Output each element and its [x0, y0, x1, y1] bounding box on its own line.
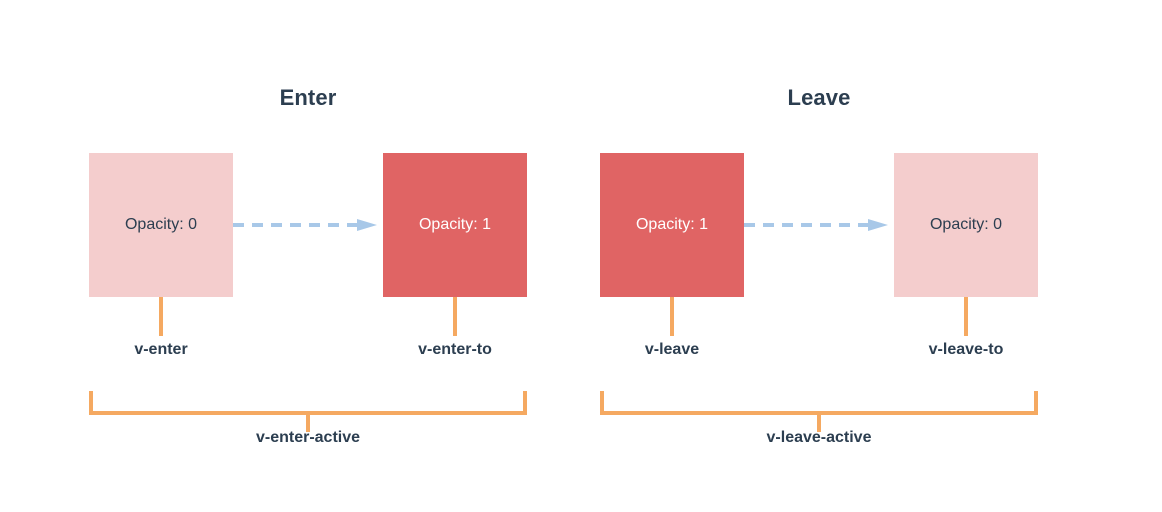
bracket-bar [89, 411, 527, 415]
group-title-leave: Leave [787, 85, 851, 110]
bracket-stem [817, 415, 821, 432]
state-box-leave-from: Opacity: 1 [600, 153, 744, 297]
state-box-label: Opacity: 0 [929, 216, 1003, 233]
class-label-v-enter-to: v-enter-to [418, 341, 492, 358]
bracket-bar [600, 411, 1038, 415]
bracket-cap-left [600, 391, 604, 415]
group-title-enter: Enter [279, 85, 337, 110]
connector-tick-enter-from [159, 297, 163, 336]
span-bracket-enter-active [89, 391, 527, 432]
class-label-v-leave-to: v-leave-to [928, 341, 1004, 358]
state-box-enter-to: Opacity: 1 [383, 153, 527, 297]
connector-tick-leave-to [964, 297, 968, 336]
class-label-v-leave-active: v-leave-active [766, 429, 872, 446]
bracket-stem [306, 415, 310, 432]
state-box-leave-to: Opacity: 0 [894, 153, 1038, 297]
class-label-v-enter: v-enter [134, 341, 188, 358]
state-box-enter-from: Opacity: 0 [89, 153, 233, 297]
transition-group-enter: Enter Opacity: 0 Opacity: 1 v-enter v-en… [89, 0, 527, 512]
connector-tick-leave-from [670, 297, 674, 336]
bracket-cap-right [1034, 391, 1038, 415]
class-label-v-enter-active: v-enter-active [255, 429, 361, 446]
connector-tick-enter-to [453, 297, 457, 336]
state-box-label: Opacity: 1 [635, 216, 709, 233]
class-label-v-leave: v-leave [644, 341, 700, 358]
bracket-cap-right [523, 391, 527, 415]
state-box-label: Opacity: 1 [418, 216, 492, 233]
bracket-cap-left [89, 391, 93, 415]
dashed-arrow-right-icon [233, 219, 377, 231]
transition-group-leave: Leave Opacity: 1 Opacity: 0 v-leave v-le… [600, 0, 1038, 512]
dashed-arrow-right-icon [744, 219, 888, 231]
span-bracket-leave-active [600, 391, 1038, 432]
state-box-label: Opacity: 0 [124, 216, 198, 233]
